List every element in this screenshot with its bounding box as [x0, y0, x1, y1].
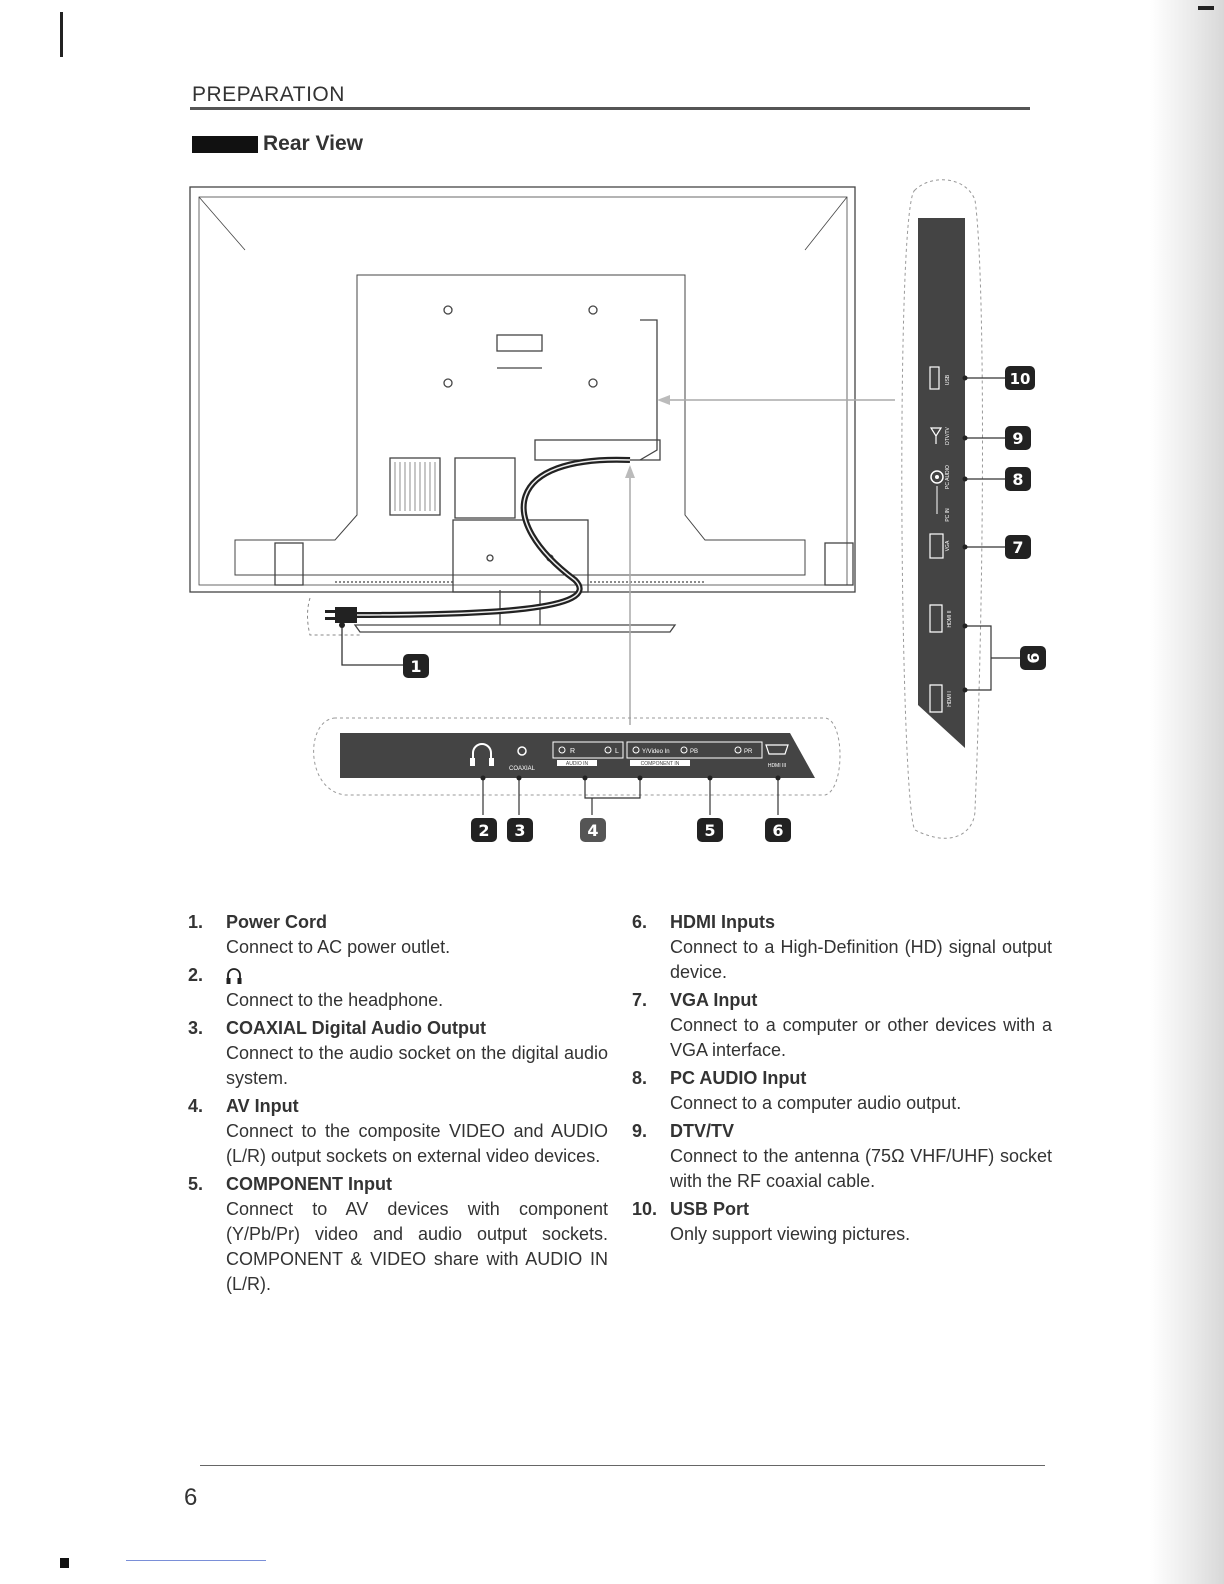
callout-3: 3: [507, 818, 533, 842]
svg-text:4: 4: [587, 821, 598, 840]
legend-item-headphone: 2. Connect to the headphone.: [188, 965, 444, 1010]
svg-text:9: 9: [1012, 429, 1023, 448]
svg-text:6: 6: [1024, 652, 1043, 663]
legend-item-coaxial: 3. COAXIAL Digital Audio Output Connect …: [188, 1018, 608, 1088]
legend-item-vga: 7. VGA Input Connect to a computer or ot…: [632, 990, 1052, 1060]
scan-mark: [1198, 6, 1214, 10]
legend-item-usb: 10. USB Port Only support viewing pictur…: [632, 1199, 911, 1244]
svg-text:1: 1: [410, 657, 421, 676]
svg-text:AUDIO IN: AUDIO IN: [566, 761, 589, 767]
svg-text:L: L: [615, 748, 619, 755]
legend-item-hdmi: 6. HDMI Inputs Connect to a High-Definit…: [632, 912, 1052, 982]
scan-mark: [60, 12, 63, 57]
svg-text:2: 2: [478, 821, 489, 840]
legend-item-pc-audio: 8. PC AUDIO Input Connect to a computer …: [632, 1068, 962, 1113]
legend-item-component: 5. COMPONENT Input Connect to AV devices…: [188, 1174, 608, 1294]
svg-text:7: 7: [1012, 538, 1023, 557]
legend-item-av-input: 4. AV Input Connect to the composite VID…: [188, 1096, 608, 1166]
side-io-panel: USB DTV/TV PC AUDIO VGA PC IN HDMI II HD…: [901, 179, 983, 839]
bottom-io-panel: COAXIAL R L AUDIO IN Y/Video In PB PR CO…: [313, 717, 841, 796]
callout-9: 9: [1005, 426, 1031, 450]
legend-item-dtv: 9. DTV/TV Connect to the antenna (75Ω VH…: [632, 1121, 1052, 1191]
svg-text:PR: PR: [744, 749, 753, 755]
svg-text:HDMI I: HDMI I: [947, 691, 953, 707]
callout-10: 10: [1005, 366, 1035, 390]
svg-text:PC AUDIO: PC AUDIO: [945, 465, 951, 489]
svg-text:Y/Video In: Y/Video In: [642, 749, 670, 755]
svg-text:R: R: [570, 748, 575, 755]
power-plug-icon: [307, 597, 360, 636]
page-shadow: [1150, 0, 1224, 1584]
scan-mark: [60, 1558, 69, 1568]
legend-right: 6. HDMI Inputs Connect to a High-Definit…: [632, 910, 1052, 1250]
svg-text:DTV/TV: DTV/TV: [945, 426, 951, 444]
callout-6-bottom: 6: [765, 818, 791, 842]
svg-text:USB: USB: [945, 374, 951, 385]
callout-8: 8: [1005, 467, 1031, 491]
callout-2: 2: [471, 818, 497, 842]
footer-divider: [200, 1465, 1045, 1466]
scan-mark: [126, 1560, 266, 1561]
legend-left: 1. Power Cord Connect to AC power outlet…: [188, 910, 608, 1300]
svg-text:5: 5: [704, 821, 715, 840]
callout-5: 5: [697, 818, 723, 842]
svg-text:6: 6: [772, 821, 783, 840]
svg-text:8: 8: [1012, 470, 1023, 489]
callout-7: 7: [1005, 535, 1031, 559]
rear-view-diagram: COAXIAL R L AUDIO IN Y/Video In PB PR CO…: [185, 170, 1085, 860]
title-marker: [192, 135, 258, 153]
callout-6-side: 6: [1020, 646, 1046, 670]
callout-1: 1: [403, 654, 429, 678]
svg-text:HDMI II: HDMI II: [947, 611, 953, 628]
page-title: Rear View: [263, 132, 364, 155]
page-number: 6: [184, 1484, 198, 1511]
headphone-icon: [226, 968, 242, 985]
legend-item-power-cord: 1. Power Cord Connect to AC power outlet…: [188, 912, 451, 957]
svg-text:3: 3: [514, 821, 525, 840]
svg-text:COMPONENT IN: COMPONENT IN: [641, 761, 680, 767]
svg-text:PB: PB: [690, 749, 698, 755]
svg-text:PC IN: PC IN: [945, 508, 951, 522]
section-header: PREPARATION: [192, 83, 345, 106]
callout-4: 4: [580, 818, 606, 842]
svg-text:VGA: VGA: [945, 540, 951, 551]
title-row: Rear View: [192, 132, 363, 156]
coaxial-label: COAXIAL: [509, 766, 536, 772]
tv-back-illustration: [189, 186, 856, 633]
svg-text:HDMI III: HDMI III: [768, 763, 786, 769]
svg-text:10: 10: [1010, 370, 1031, 388]
section-divider: [190, 107, 1030, 110]
